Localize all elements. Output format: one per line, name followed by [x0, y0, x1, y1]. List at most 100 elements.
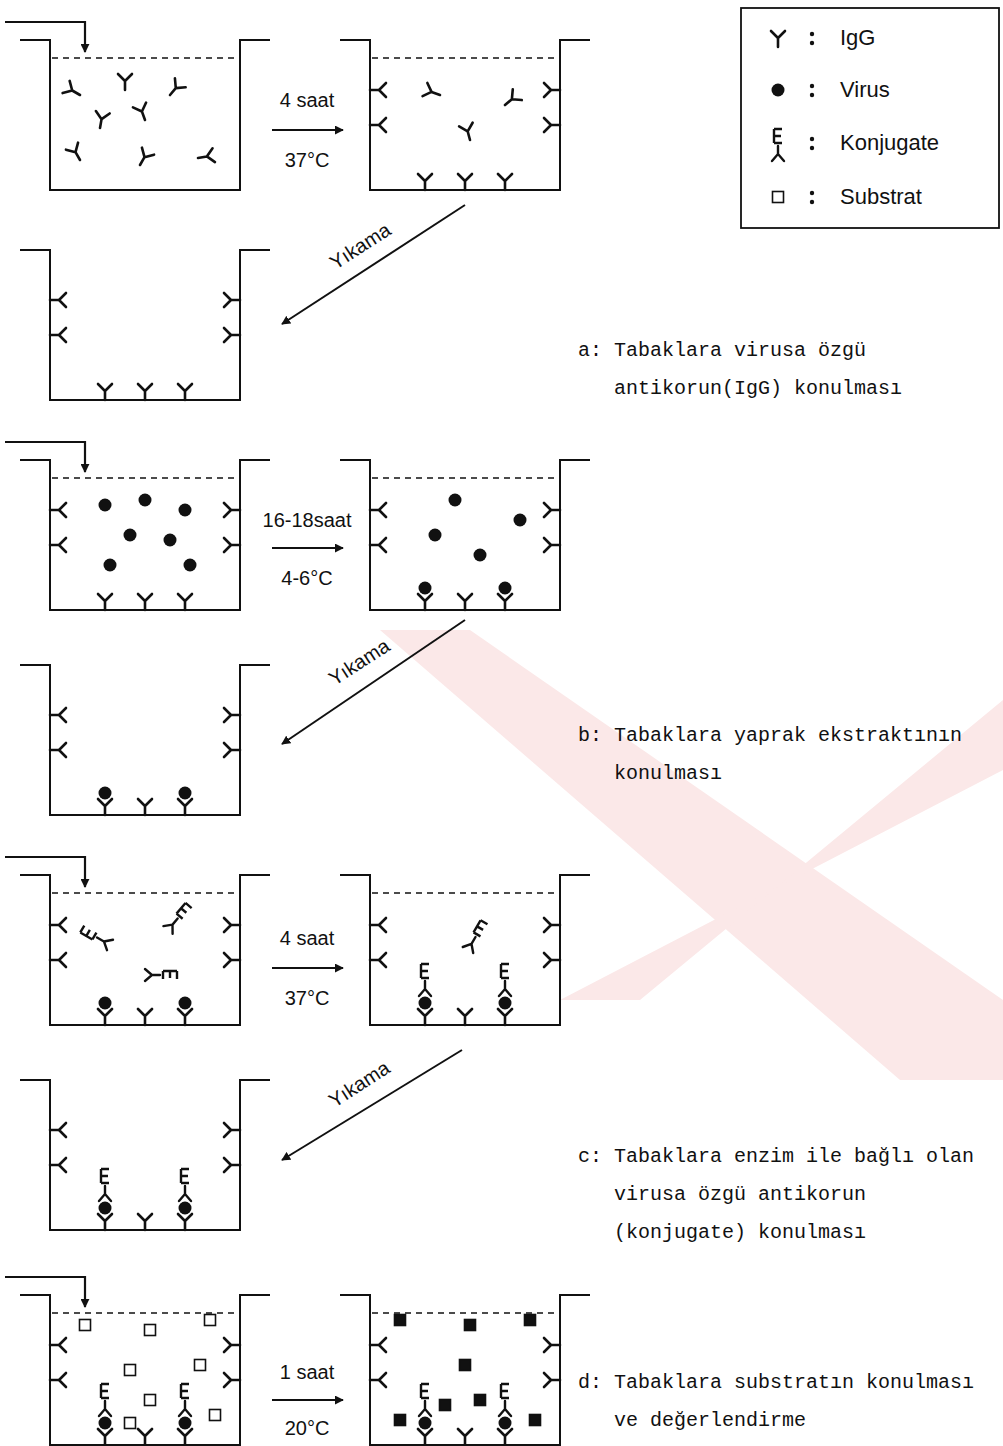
process-arrow	[272, 1399, 343, 1401]
colored-product	[395, 1415, 406, 1426]
elisa-well	[5, 857, 270, 1025]
igg-symbol	[498, 1009, 512, 1025]
well-outline	[20, 250, 270, 400]
igg-symbol	[98, 384, 112, 400]
well-outline	[340, 460, 590, 610]
igg-shape	[544, 1338, 560, 1352]
colored-product	[440, 1400, 451, 1411]
igg-shape	[224, 743, 240, 757]
igg-symbol	[224, 293, 240, 307]
virus-particle	[474, 549, 487, 562]
igg-symbol	[50, 708, 66, 722]
liquid-level	[52, 892, 238, 894]
input-arrow	[5, 22, 85, 52]
igg-symbol	[418, 594, 432, 610]
igg-symbol	[501, 89, 522, 110]
virus-particle	[429, 529, 442, 542]
conjugate-antibody	[463, 934, 481, 953]
igg-symbol	[98, 1009, 112, 1025]
igg-shape	[197, 148, 215, 165]
substrate-square	[125, 1418, 136, 1429]
igg-symbol	[50, 538, 66, 552]
legend-text: Virus	[840, 77, 890, 103]
igg-symbol	[498, 594, 512, 610]
virus-particle	[499, 582, 512, 595]
igg-shape	[138, 799, 152, 815]
conjugate-antibody	[499, 1401, 511, 1416]
igg-symbol	[93, 111, 110, 129]
igg-shape	[50, 953, 66, 967]
legend	[741, 8, 999, 228]
well-outline	[20, 460, 270, 610]
igg-symbol	[224, 743, 240, 757]
igg-symbol	[458, 174, 472, 190]
elisa-well	[20, 665, 270, 815]
liquid-level	[372, 477, 558, 479]
virus-particle	[772, 84, 785, 97]
virus-particle	[514, 514, 527, 527]
igg-symbol	[370, 953, 386, 967]
igg-symbol	[458, 594, 472, 610]
virus-particle	[99, 997, 112, 1010]
step-caption: d: Tabaklara substratın konulması ve değ…	[578, 1364, 990, 1440]
igg-symbol	[134, 148, 154, 169]
elisa-well	[340, 1295, 590, 1445]
colored-product	[475, 1395, 486, 1406]
igg-shape	[498, 594, 512, 610]
igg-shape	[544, 538, 560, 552]
igg-symbol	[544, 918, 560, 932]
enzyme-mark	[421, 1384, 429, 1398]
igg-shape	[458, 594, 472, 610]
legend-colon	[810, 200, 814, 204]
igg-shape	[498, 1009, 512, 1025]
condition-label: 20°C	[285, 1416, 330, 1440]
conjugate-symbol	[179, 1169, 191, 1201]
igg-shape	[50, 538, 66, 552]
igg-symbol	[50, 503, 66, 517]
igg-shape	[138, 594, 152, 610]
igg-symbol	[224, 503, 240, 517]
igg-symbol	[138, 1429, 152, 1445]
igg-symbol	[98, 1429, 112, 1445]
conjugate-symbol	[463, 919, 489, 953]
conjugate-antibody	[145, 969, 160, 981]
igg-shape	[138, 1214, 152, 1230]
igg-shape	[459, 123, 477, 142]
igg-shape	[50, 503, 66, 517]
liquid-level	[52, 1312, 238, 1314]
substrate-square	[80, 1320, 91, 1331]
igg-shape	[138, 384, 152, 400]
enzyme-mark	[421, 964, 429, 978]
igg-shape	[498, 174, 512, 190]
colored-product	[530, 1415, 541, 1426]
virus-particle	[419, 582, 432, 595]
igg-symbol	[224, 918, 240, 932]
condition-label: 4 saat	[280, 88, 334, 112]
wash-label: Yıkama	[324, 633, 394, 690]
igg-symbol	[224, 328, 240, 342]
igg-symbol	[458, 1009, 472, 1025]
igg-symbol	[224, 538, 240, 552]
well-outline	[340, 40, 590, 190]
igg-symbol	[50, 918, 66, 932]
conjugate-symbol	[163, 902, 193, 934]
virus-particle	[164, 534, 177, 547]
igg-symbol	[418, 174, 432, 190]
igg-symbol	[50, 1373, 66, 1387]
igg-symbol	[178, 799, 192, 815]
igg-symbol	[165, 78, 186, 99]
colored-product	[395, 1315, 406, 1326]
conjugate-symbol	[772, 129, 784, 161]
igg-symbol	[224, 1338, 240, 1352]
igg-shape	[224, 918, 240, 932]
substrate-square	[210, 1410, 221, 1421]
liquid-level	[372, 57, 558, 59]
elisa-well	[340, 875, 590, 1025]
igg-symbol	[544, 1338, 560, 1352]
input-arrow	[5, 857, 85, 887]
substrate-square	[145, 1395, 156, 1406]
step-caption: b: Tabaklara yaprak ekstraktının konulma…	[578, 717, 978, 793]
igg-shape	[458, 174, 472, 190]
